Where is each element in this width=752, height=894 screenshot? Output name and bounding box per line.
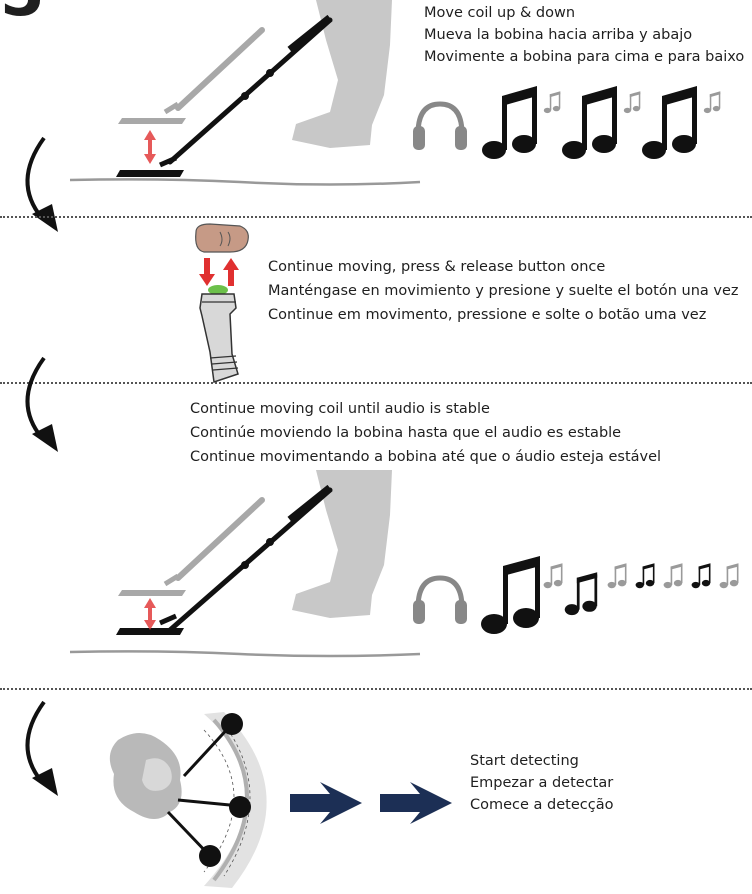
step-number: 5	[0, 0, 45, 26]
step1-line-en: Move coil up & down	[424, 5, 576, 21]
step2-line-en: Continue moving, press & release button …	[268, 259, 606, 275]
curved-arrow-icon	[25, 700, 58, 796]
headphones-icon	[413, 575, 467, 624]
step3-line-es: Continúe moviendo la bobina hasta que el…	[190, 425, 622, 441]
step4-line-pt: Comece a detecção	[470, 797, 614, 813]
music-note-icon	[482, 86, 537, 159]
curved-arrow-icon	[25, 136, 58, 232]
music-note-icon	[481, 556, 540, 634]
step2-line-es: Manténgase en movimiento y presione y su…	[268, 283, 739, 299]
music-note-icon	[543, 563, 563, 589]
music-note-icon	[543, 91, 561, 114]
divider-1	[0, 216, 752, 218]
music-notes-stable	[481, 556, 739, 634]
step4-line-es: Empezar a detectar	[470, 775, 614, 791]
music-note-icon	[703, 91, 721, 114]
step3-line-pt: Continue movimentando a bobina até que o…	[190, 449, 662, 465]
step2-line-pt: Continue em movimento, pressione e solte…	[268, 307, 707, 323]
step4-line-en: Start detecting	[470, 753, 579, 769]
press-button-illustration	[195, 223, 249, 383]
sweep-technique-illustration	[109, 712, 267, 888]
detector-sweep-illustration-1	[69, 0, 421, 186]
music-note-icon	[564, 572, 598, 616]
divider-3	[0, 688, 752, 690]
music-note-icon	[691, 563, 711, 589]
music-notes-loud	[482, 86, 721, 159]
music-note-icon	[719, 563, 739, 589]
curved-arrow-icon	[25, 356, 58, 452]
forward-arrow-icon	[290, 782, 362, 824]
detector-sweep-illustration-2	[69, 470, 421, 658]
step3-line-en: Continue moving coil until audio is stab…	[190, 401, 490, 417]
music-note-icon	[663, 563, 683, 589]
headphones-icon	[413, 101, 467, 150]
divider-2	[0, 382, 752, 384]
music-note-icon	[635, 563, 655, 589]
music-note-icon	[642, 86, 697, 159]
music-note-icon	[562, 86, 617, 159]
step1-line-pt: Movimente a bobina para cima e para baix…	[424, 49, 745, 65]
music-note-icon	[623, 91, 641, 114]
music-note-icon	[607, 563, 627, 589]
step1-line-es: Mueva la bobina hacia arriba y abajo	[424, 27, 693, 43]
forward-arrow-icon	[380, 782, 452, 824]
